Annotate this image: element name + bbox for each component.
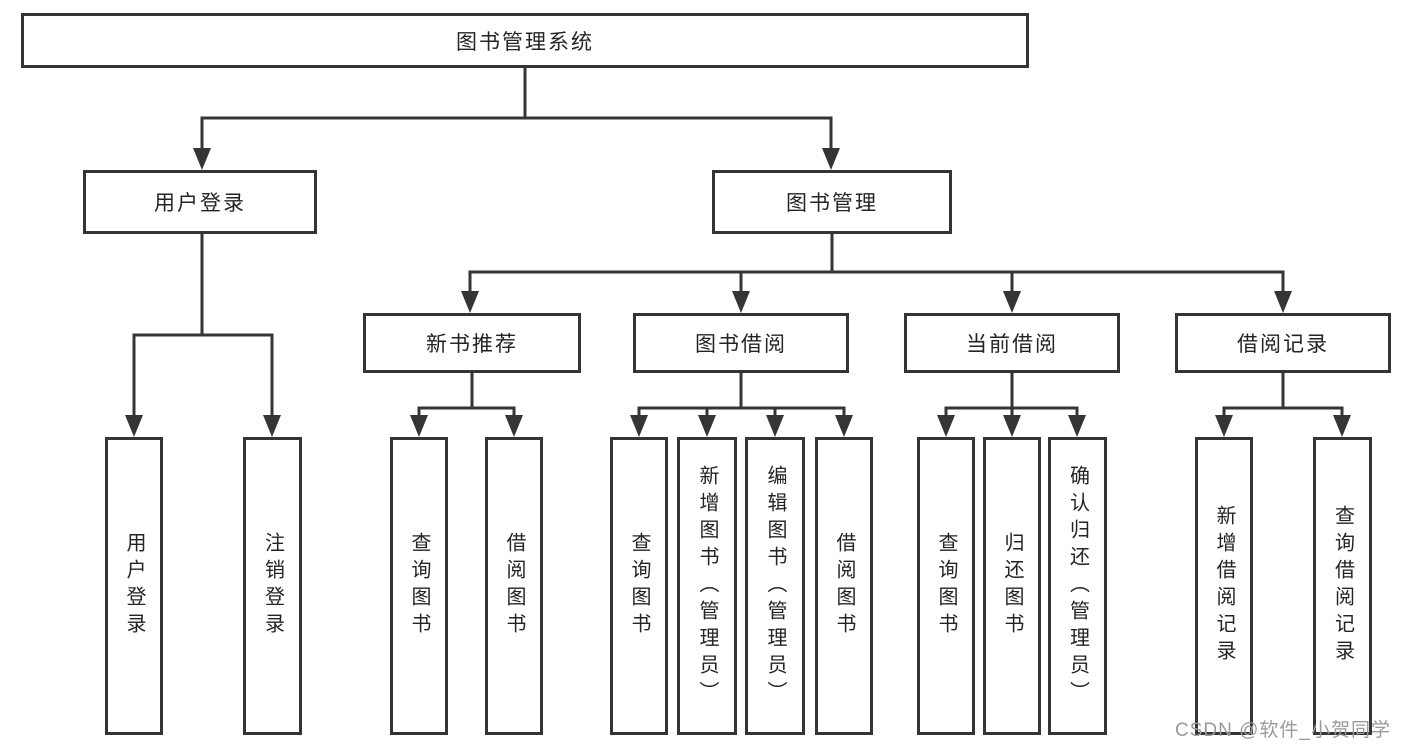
node-book-management-group: 图书管理: [712, 170, 952, 234]
node-leaf-rec-borrow-book: 借阅图书: [485, 437, 543, 735]
node-leaf-br-query-record: 查询借阅记录: [1313, 437, 1372, 735]
node-leaf-bb-query-book: 查询图书: [610, 437, 668, 735]
leaf-label: 用户登录: [123, 532, 145, 640]
connector-new-book-rec-to-leaves: [410, 371, 523, 437]
node-leaf-bb-borrow-book: 借阅图书: [815, 437, 873, 735]
connector-user-login-to-leaves: [125, 232, 281, 437]
leaf-label: 查询图书: [628, 532, 650, 640]
leaf-label: 借阅图书: [833, 532, 855, 640]
node-leaf-cb-return-book: 归还图书: [983, 437, 1041, 735]
connector-book-borrow-to-leaves: [630, 371, 853, 437]
node-leaf-logout: 注销登录: [243, 437, 302, 735]
node-leaf-user-login: 用户登录: [105, 437, 163, 735]
leaf-label: 查询借阅记录: [1331, 505, 1354, 667]
leaf-label: 查询图书: [408, 532, 430, 640]
node-leaf-br-add-record: 新增借阅记录: [1195, 437, 1253, 735]
node-leaf-cb-query-book: 查询图书: [917, 437, 975, 735]
leaf-label: 查询图书: [935, 532, 957, 640]
node-book-borrowing: 图书借阅: [633, 313, 849, 373]
connector-root-to-level2: [193, 66, 840, 170]
node-leaf-bb-edit-book-admin: 编辑图书（管理员）: [745, 437, 805, 735]
leaf-label: 注销登录: [261, 532, 284, 640]
csdn-watermark: CSDN @软件_小贺同学: [1175, 720, 1391, 741]
connector-current-borrow-to-leaves: [937, 371, 1086, 437]
leaf-label: 新增图书（管理员）: [696, 464, 718, 708]
leaf-label: 归还图书: [1001, 532, 1023, 640]
node-leaf-rec-query-book: 查询图书: [390, 437, 448, 735]
node-leaf-cb-confirm-return-admin: 确认归还（管理员）: [1048, 437, 1107, 735]
connector-book-mgmt-to-level3: [461, 232, 1292, 313]
leaf-label: 编辑图书（管理员）: [764, 464, 786, 708]
node-new-book-recommend: 新书推荐: [363, 313, 581, 373]
node-leaf-bb-add-book-admin: 新增图书（管理员）: [677, 437, 737, 735]
leaf-label: 借阅图书: [503, 532, 525, 640]
node-user-login-group: 用户登录: [83, 170, 317, 234]
node-current-borrowing: 当前借阅: [904, 313, 1120, 373]
leaf-label: 新增借阅记录: [1213, 505, 1235, 667]
connector-borrow-records-to-leaves: [1215, 371, 1351, 437]
node-root-system: 图书管理系统: [21, 13, 1029, 68]
leaf-label: 确认归还（管理员）: [1066, 464, 1089, 708]
node-borrowing-records: 借阅记录: [1175, 313, 1391, 373]
